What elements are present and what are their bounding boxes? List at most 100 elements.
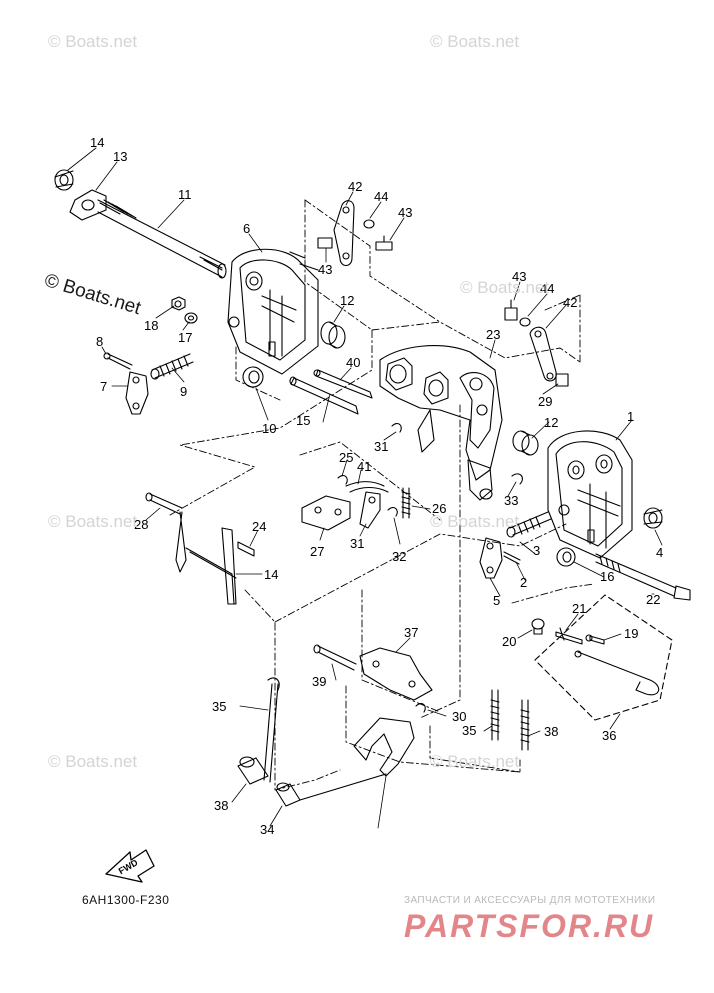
nut-14-left bbox=[54, 169, 74, 191]
callout-19: 19 bbox=[624, 626, 638, 641]
clamp-bracket-1 bbox=[547, 430, 633, 559]
callout-20: 20 bbox=[502, 634, 516, 649]
callout-38: 38 bbox=[544, 724, 558, 739]
callout-14: 14 bbox=[90, 135, 104, 150]
watermark: © Boats.net bbox=[430, 752, 520, 771]
spring-4 bbox=[506, 511, 552, 538]
callout-21: 21 bbox=[572, 601, 586, 616]
callout-44: 44 bbox=[374, 189, 388, 204]
clamp-bracket-6 bbox=[227, 248, 319, 375]
bushing-38-upper bbox=[237, 756, 269, 785]
clip-31-lower bbox=[387, 507, 398, 517]
callout-15: 15 bbox=[296, 413, 310, 428]
callout-16: 16 bbox=[600, 569, 614, 584]
rod-30 bbox=[263, 677, 280, 783]
screw-3 bbox=[503, 551, 521, 565]
callout-23: 23 bbox=[486, 327, 500, 342]
callout-8: 8 bbox=[96, 334, 103, 349]
watermark: © Boats.net bbox=[48, 512, 138, 531]
callout-26: 26 bbox=[432, 501, 446, 516]
nut-18 bbox=[171, 296, 186, 311]
callout-30: 30 bbox=[452, 709, 466, 724]
callout-17: 17 bbox=[178, 330, 192, 345]
callout-36: 36 bbox=[602, 728, 616, 743]
callout-7: 7 bbox=[100, 379, 107, 394]
pin-15 bbox=[289, 376, 359, 415]
washer-17 bbox=[184, 312, 198, 324]
callout-42: 42 bbox=[563, 295, 577, 310]
bolt-43-upper-b bbox=[317, 237, 333, 249]
callout-37: 37 bbox=[404, 625, 418, 640]
shop-tagline: ЗАПЧАСТИ И АКСЕССУАРЫ ДЛЯ МОТОТЕХНИКИ bbox=[404, 895, 656, 906]
callout-22: 22 bbox=[646, 592, 660, 607]
bolt-26 bbox=[145, 492, 183, 515]
callout-14: 14 bbox=[264, 567, 278, 582]
callout-43: 43 bbox=[512, 269, 526, 284]
watermark: © Boats.net bbox=[48, 32, 138, 51]
lever-plate-24 bbox=[301, 495, 351, 531]
screw-8 bbox=[103, 352, 133, 370]
bracket-34 bbox=[299, 717, 415, 801]
callout-9: 9 bbox=[180, 384, 187, 399]
grease-nipple-22 bbox=[531, 618, 545, 635]
pin-40 bbox=[313, 369, 373, 399]
pin-21 bbox=[585, 634, 605, 645]
callout-27: 27 bbox=[310, 544, 324, 559]
callout-18: 18 bbox=[144, 318, 158, 333]
pin-20 bbox=[555, 627, 583, 645]
callout-39: 39 bbox=[312, 674, 326, 689]
callout-29: 29 bbox=[538, 394, 552, 409]
callout-35: 35 bbox=[462, 723, 476, 738]
callout-40: 40 bbox=[346, 355, 360, 370]
callout-31: 31 bbox=[350, 536, 364, 551]
callout-34: 34 bbox=[260, 822, 274, 837]
long-bolt-11 bbox=[97, 199, 227, 279]
swivel-bracket-23 bbox=[379, 345, 503, 501]
callout-43: 43 bbox=[398, 205, 412, 220]
bolt-43-upper-a bbox=[375, 235, 393, 251]
callout-31: 31 bbox=[374, 439, 388, 454]
bolt-43-right-a bbox=[504, 299, 518, 321]
rod-32 bbox=[175, 511, 237, 605]
callout-2: 2 bbox=[520, 575, 527, 590]
lock-plate-13 bbox=[69, 189, 107, 221]
callout-41: 41 bbox=[357, 459, 371, 474]
callout-44: 44 bbox=[540, 281, 554, 296]
bolt-kit-boundary bbox=[534, 594, 673, 721]
callout-25: 25 bbox=[339, 450, 353, 465]
callout-42: 42 bbox=[348, 179, 362, 194]
link-42-right bbox=[529, 326, 557, 382]
watermark: © Boats.net bbox=[430, 32, 520, 51]
leader-lines bbox=[67, 147, 663, 829]
bushing-12-right bbox=[512, 430, 539, 456]
watermark: © Boats.net bbox=[430, 512, 520, 531]
fwd-label: FWD bbox=[117, 857, 140, 876]
callout-5: 5 bbox=[493, 593, 500, 608]
lever-27 bbox=[359, 491, 381, 529]
clip-pin-19 bbox=[574, 650, 660, 696]
callout-4: 4 bbox=[656, 545, 663, 560]
clip-39 bbox=[415, 703, 426, 713]
callout-32: 32 bbox=[392, 549, 406, 564]
nut-14-right bbox=[643, 507, 663, 529]
clip-29 bbox=[391, 423, 402, 433]
assembly-outline bbox=[169, 199, 595, 791]
bracket-36 bbox=[359, 647, 433, 701]
bushing-10 bbox=[242, 366, 264, 388]
spring-35-right bbox=[520, 699, 530, 751]
clip-41 bbox=[511, 473, 523, 485]
spring-25 bbox=[345, 480, 389, 493]
callout-6: 6 bbox=[243, 221, 250, 236]
callout-24: 24 bbox=[252, 519, 266, 534]
link-42-upper bbox=[333, 200, 355, 267]
spring-33 bbox=[401, 487, 411, 519]
callout-38: 38 bbox=[214, 798, 228, 813]
watermark: © Boats.net bbox=[460, 278, 550, 297]
watermark: © Boats.net bbox=[48, 752, 138, 771]
spring-9 bbox=[150, 353, 194, 380]
callout-12: 12 bbox=[340, 293, 354, 308]
washer-44-upper bbox=[363, 219, 375, 229]
callout-33: 33 bbox=[504, 493, 518, 508]
